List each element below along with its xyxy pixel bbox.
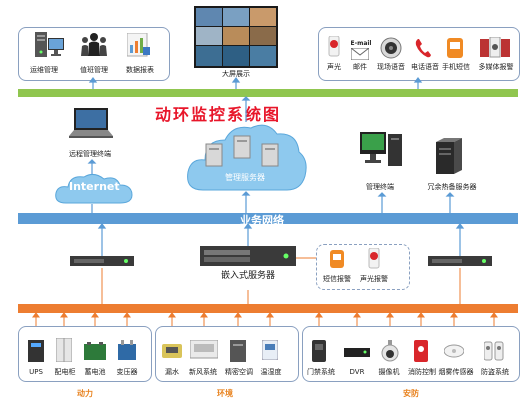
server-stack-icon <box>204 132 284 172</box>
dvr-label: DVR <box>349 368 365 376</box>
ops-management-label: 运维管理 <box>30 66 58 74</box>
desktop-pc-icon <box>360 132 404 170</box>
email-icon <box>351 48 369 60</box>
camera-label: 摄像机 <box>378 368 400 376</box>
category-environment: 环境 <box>217 389 233 398</box>
data-report-label: 数据报表 <box>126 66 154 74</box>
mobile-sms-label: 手机短信 <box>442 63 470 71</box>
sound-light-alarm-label: 声光报警 <box>360 275 388 283</box>
email-caption: E-mail <box>350 40 372 47</box>
dvr-icon <box>344 348 370 358</box>
multimedia-alarm-label: 多媒体报警 <box>478 63 514 71</box>
rack-server-right-icon <box>428 256 492 268</box>
fire-control-icon <box>414 340 428 362</box>
leak-sensor-icon <box>162 340 182 360</box>
people-group-icon <box>80 32 108 58</box>
smoke-sensor-label: 烟雾传感器 <box>438 368 474 376</box>
remote-terminal-label: 远程管理终端 <box>69 150 111 158</box>
onsite-voice-label: 现场语音 <box>377 63 405 71</box>
duty-management-label: 值班管理 <box>80 66 108 74</box>
leak-label: 漏水 <box>165 368 179 376</box>
internet-label: Internet <box>69 180 120 193</box>
thermo-hygro-label: 温湿度 <box>260 368 282 376</box>
smoke-sensor-icon <box>444 344 464 358</box>
laptop-icon <box>69 108 113 140</box>
orange-bus <box>18 304 518 313</box>
diagram-title: 动环监控系统图 <box>155 105 282 124</box>
sound-light-alarm-icon <box>368 248 380 270</box>
speaker-icon <box>380 37 402 59</box>
fresh-air-icon <box>190 340 218 360</box>
transformer-icon <box>116 340 138 362</box>
anti-theft-icon <box>484 340 504 362</box>
phone-voice-label: 电话语音 <box>411 63 439 71</box>
monitor-icon <box>48 38 64 56</box>
business-network-label: 业务网络 <box>240 214 284 227</box>
access-control-label: 门禁系统 <box>307 368 335 376</box>
battery-label: 蓄电池 <box>84 368 106 376</box>
multimedia-icon <box>480 37 510 59</box>
battery-icon <box>84 342 106 360</box>
thermo-hygro-icon <box>262 340 278 360</box>
management-terminal-label: 管理终端 <box>366 183 394 191</box>
video-wall-icon <box>194 6 278 68</box>
siren-icon <box>328 36 340 58</box>
sms-alarm-icon <box>330 250 344 268</box>
phone-icon <box>414 37 432 59</box>
category-security: 安防 <box>403 389 419 398</box>
ac-icon <box>230 340 246 362</box>
cabinet-icon <box>56 338 72 362</box>
fire-control-label: 消防控制 <box>408 368 436 376</box>
ac-label: 精密空调 <box>225 368 253 376</box>
rack-server-left-icon <box>70 256 134 268</box>
fresh-air-label: 新风系统 <box>189 368 217 376</box>
ups-label: UPS <box>29 368 43 376</box>
sound-light-label: 声光 <box>327 63 341 71</box>
backup-server-label: 冗余热备服务器 <box>427 183 477 191</box>
category-power: 动力 <box>77 389 93 398</box>
internet-cloud <box>54 171 134 205</box>
access-control-icon <box>312 340 326 362</box>
green-bus <box>18 89 518 97</box>
ups-icon <box>28 340 44 362</box>
big-screen-label: 大屏展示 <box>222 70 250 78</box>
sms-icon <box>447 38 463 58</box>
sms-alarm-label: 短信报警 <box>323 275 351 283</box>
server-tower-icon <box>34 32 48 58</box>
transformer-label: 变压器 <box>116 368 138 376</box>
report-chart-icon <box>127 33 151 57</box>
embedded-server-label: 嵌入式服务器 <box>220 271 275 281</box>
business-network-bus <box>18 213 518 224</box>
camera-icon <box>380 340 400 362</box>
anti-theft-label: 防盗系统 <box>481 368 509 376</box>
backup-server-icon <box>436 138 462 174</box>
email-label: 邮件 <box>353 63 367 71</box>
cabinet-label: 配电柜 <box>54 368 76 376</box>
management-server-label: 管理服务器 <box>225 173 265 182</box>
embedded-server-icon <box>200 246 296 268</box>
